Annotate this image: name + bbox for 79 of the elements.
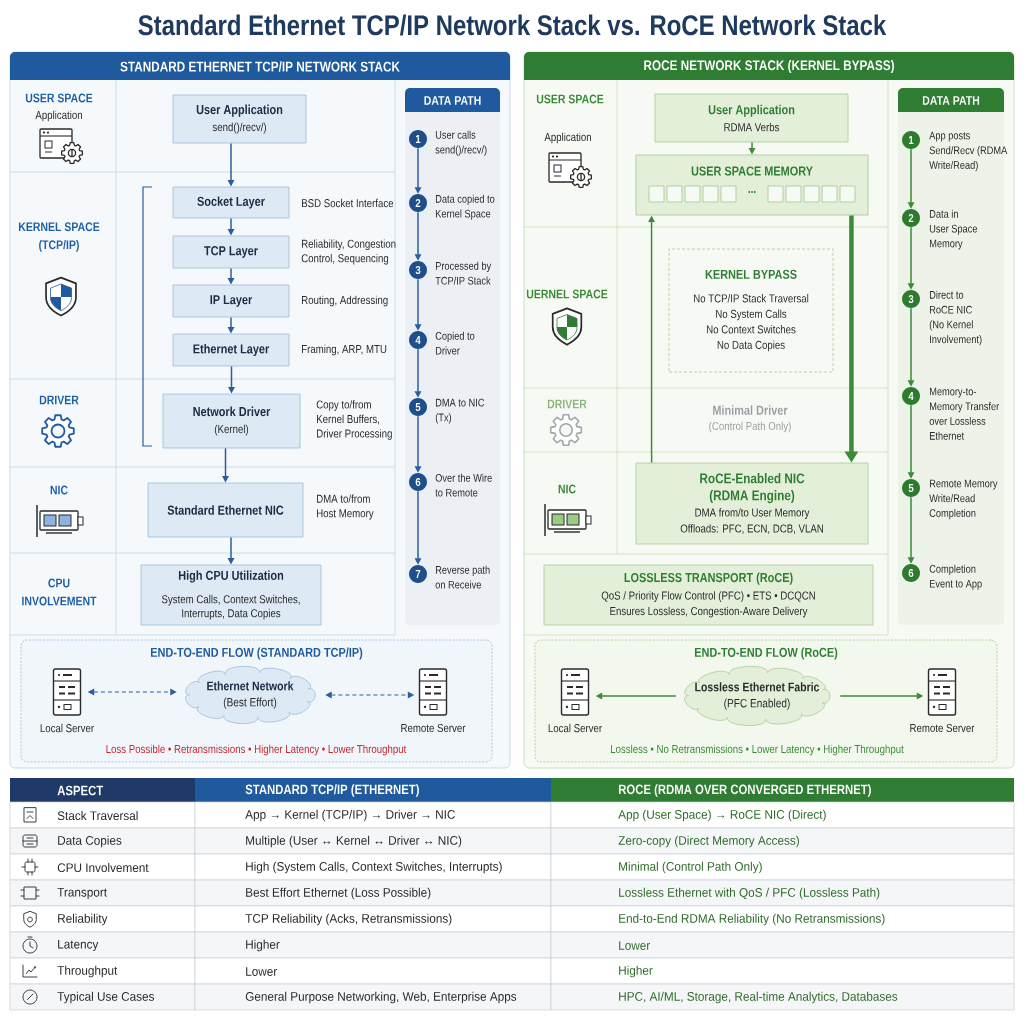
table-cell: High (System Calls, Context Switches, Interrupts) [194, 853, 552, 881]
table-cell: Lower [550, 931, 1015, 959]
layer-box: High CPU Utilization System Calls, Context Switches, Interrupts, Data Copies [140, 564, 322, 626]
layer-box: LOSSLESS TRANSPORT (RoCE) QoS / Priority Flow Control (PFC) • ETS • DCQCN Ensures Lossless, Congestion-Aware Delivery [543, 564, 874, 626]
step-description: Processed by TCP/IP Stack [435, 261, 492, 285]
title: Standard Ethernet TCP/IP Network Stack vs. RoCE Network Stack [138, 14, 887, 36]
step-description: Reverse path on Receive [435, 565, 490, 589]
network-cloud: Lossless Ethernet Fabric (PFC Enabled) [684, 666, 831, 726]
table-cell: Lower [194, 957, 552, 985]
step-description: Copied to Driver [435, 331, 475, 355]
layer-description: BSD Socket Interface [302, 198, 394, 208]
row-label: USER SPACE [25, 93, 93, 103]
row-label: USER SPACE [536, 94, 604, 104]
server-label: Remote Server [401, 723, 466, 733]
layer-box: Ethernet Layer [172, 333, 290, 367]
row-label: NIC [558, 484, 576, 494]
table-cell: Higher [550, 957, 1015, 985]
step-description: Direct to RoCE NIC (No Kernel Involvement) [929, 290, 982, 346]
row-sublabel: Application [544, 132, 591, 144]
table-cell: Multiple (User ↔ Kernel ↔ Driver ↔ NIC) [194, 827, 552, 855]
table-cell: CPU Involvement [9, 853, 196, 881]
table-cell: TCP Reliability (Acks, Retransmissions) [194, 905, 552, 933]
table-header: ROCE (RDMA OVER CONVERGED ETHERNET) [551, 778, 1014, 802]
network-cloud: Ethernet Network (Best Effort) [185, 666, 316, 724]
table-cell: App → Kernel (TCP/IP) → Driver → NIC [194, 801, 552, 829]
layer-description: Reliability, Congestion Control, Sequencing [301, 239, 396, 265]
step-description: User calls send()/recv/) [435, 130, 487, 156]
table-cell: End-to-End RDMA Reliability (No Retransmissions) [550, 905, 1015, 933]
row-label: NIC [50, 485, 68, 495]
flow-summary: Lossless • No Retransmissions • Lower Latency • Higher Throughput [611, 744, 904, 756]
table-cell: HPC, AI/ML, Storage, Real-time Analytics, Databases [550, 983, 1015, 1011]
row-label: UERNEL SPACE [526, 289, 608, 299]
row-sublabel: Application [35, 110, 82, 122]
row-label: DRIVER [39, 395, 79, 405]
server-label: Remote Server [910, 723, 975, 733]
step-description: Data copied to Kernel Space [435, 194, 495, 220]
layer-description: Copy to/from Kernel Buffers, Driver Processing [316, 400, 392, 440]
table-cell: Minimal (Control Path Only) [550, 853, 1015, 881]
layer-box: User Application RDMA Verbs [654, 93, 849, 143]
table-cell: General Purpose Networking, Web, Enterprise Apps [194, 983, 552, 1011]
layer-box: Standard Ethernet NIC [147, 482, 304, 538]
layer-box: Network Driver (Kernel) [162, 393, 301, 449]
layer-description: DMA to/from Host Memory [317, 494, 374, 520]
layer-description: Routing, Addressing [302, 295, 388, 307]
flow-summary: Loss Possible • Retransmissions • Higher Latency • Lower Throughput [106, 744, 407, 756]
table-cell: Transport [9, 879, 196, 907]
table-cell: Best Effort Ethernet (Loss Possible) [194, 879, 552, 907]
layer-box: IP Layer [172, 284, 290, 318]
table-cell: Zero-copy (Direct Memory Access) [550, 827, 1015, 855]
layer-description: Framing, ARP, MTU [302, 344, 387, 356]
bypass-box: KERNEL BYPASS No TCP/IP Stack Traversal No System Calls No Context Switches No Data Copies [668, 248, 834, 373]
table-cell: Lossless Ethernet with QoS / PFC (Lossless Path) [550, 879, 1015, 907]
server-label: Local Server [40, 723, 94, 733]
layer-box: TCP Layer [172, 235, 290, 269]
table-cell: Reliability [9, 905, 196, 933]
table-cell: Stack Traversal [9, 801, 196, 829]
table-cell: Latency [9, 931, 196, 959]
step-description: Completion Event to App [929, 564, 982, 590]
table-cell: Typical Use Cases [9, 983, 196, 1011]
step-description: DMA to NIC (Tx) [435, 398, 485, 424]
driver-note: (Control Path Only) [709, 421, 791, 433]
table-cell: Higher [194, 931, 552, 959]
row-label: KERNEL SPACE (TCP/IP) [18, 222, 100, 252]
table-header: ASPECT [10, 778, 195, 802]
driver-label: Minimal Driver [713, 405, 788, 415]
step-description: Remote Memory Write/Read Completion [929, 479, 998, 520]
row-label: CPU INVOLVEMENT [22, 578, 97, 606]
table-cell: Data Copies [9, 827, 196, 855]
step-description: Data in User Space Memory [929, 209, 978, 250]
step-description: Memory-to-Memory Transfer over Lossless Ethernet [929, 387, 1000, 440]
layer-box: User Application send()/recv/) [172, 94, 307, 144]
table-header: STANDARD TCP/IP (ETHERNET) [195, 778, 551, 802]
table-cell: Throughput [9, 957, 196, 985]
server-label: Local Server [548, 723, 602, 733]
row-label: DRIVER [547, 399, 587, 409]
step-description: Over the Wire to Remote [435, 473, 492, 497]
layer-box: RoCE-Enabled NIC (RDMA Engine) DMA from/to User Memory Offloads: PFC, ECN, DCB, VLAN [635, 462, 869, 545]
layer-box: Socket Layer [172, 186, 290, 219]
table-cell: App (User Space) → RoCE NIC (Direct) [550, 801, 1015, 829]
